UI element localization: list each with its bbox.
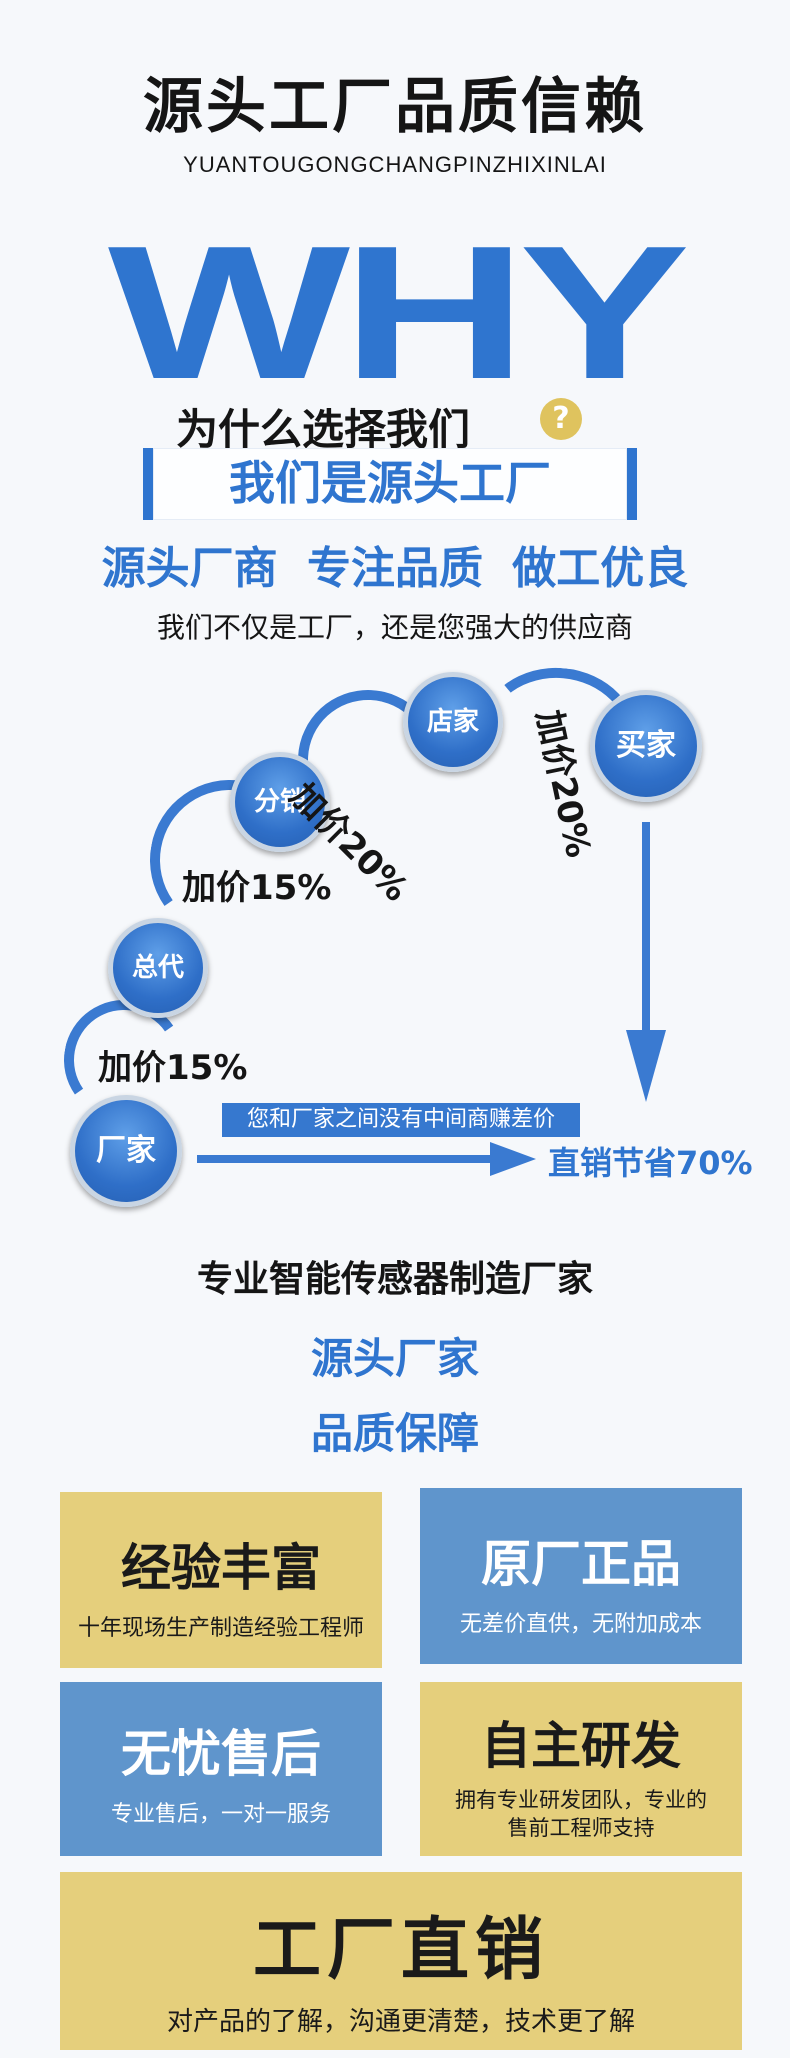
card-desc: 十年现场生产制造经验工程师 xyxy=(77,1616,364,1641)
markup-label-2: 加价15% xyxy=(182,868,332,908)
card-desc: 专业售后，一对一服务 xyxy=(110,1802,331,1827)
card-rd: 自主研发 拥有专业研发团队，专业的售前工程师支持 xyxy=(420,1682,742,1856)
source-factory-text: 源头厂家 xyxy=(310,1334,479,1383)
card-title: 无忧售后 xyxy=(121,1725,321,1783)
question-mark-icon: ? xyxy=(540,398,582,440)
card-desc: 对产品的了解，沟通更清楚，技术更了解 xyxy=(166,2007,635,2037)
page-title: 源头工厂品质信赖 xyxy=(143,72,647,142)
card-title: 经验丰富 xyxy=(121,1539,321,1597)
maker-text: 专业智能传感器制造厂家 xyxy=(196,1259,593,1300)
node-factory: 厂家 xyxy=(70,1095,182,1207)
markup-label-1: 加价15% xyxy=(98,1048,248,1088)
card-desc: 拥有专业研发团队，专业的售前工程师支持 xyxy=(455,1788,707,1840)
down-arrow-head-icon xyxy=(626,1030,666,1102)
page-subtitle: YUANTOUGONGCHANGPINZHIXINLAI xyxy=(183,152,607,177)
down-arrow-line xyxy=(642,822,650,1062)
why-heading: WHY xyxy=(107,207,690,419)
quality-text: 品质保障 xyxy=(310,1409,479,1458)
card-desc: 无差价直供，无附加成本 xyxy=(459,1612,702,1637)
card-title: 自主研发 xyxy=(481,1717,681,1775)
why-question: 为什么选择我们 xyxy=(176,405,471,454)
node-store: 店家 xyxy=(403,672,503,772)
intro-text: 我们不仅是工厂，还是您强大的供应商 xyxy=(156,611,633,644)
card-title: 原厂正品 xyxy=(481,1535,681,1593)
card-genuine: 原厂正品 无差价直供，无附加成本 xyxy=(420,1488,742,1664)
factory-box: 我们是源头工厂 xyxy=(143,448,637,520)
slogan: 源头厂商 专注品质 做工优良 xyxy=(101,543,689,594)
node-buyer: 买家 xyxy=(590,690,702,802)
node-distributor: 分销 xyxy=(230,752,330,852)
right-arrow-line xyxy=(197,1155,497,1163)
card-experience: 经验丰富 十年现场生产制造经验工程师 xyxy=(60,1492,382,1668)
right-arrow-head-icon xyxy=(490,1142,536,1176)
node-general-agent: 总代 xyxy=(108,918,208,1018)
card-title: 工厂直销 xyxy=(252,1911,549,1990)
savings-text: 直销节省70% xyxy=(548,1144,753,1182)
card-direct-sale: 工厂直销 对产品的了解，沟通更清楚，技术更了解 xyxy=(60,1872,742,2050)
no-middleman-banner: 您和厂家之间没有中间商赚差价 xyxy=(222,1103,580,1137)
card-after-sales: 无忧售后 专业售后，一对一服务 xyxy=(60,1682,382,1856)
